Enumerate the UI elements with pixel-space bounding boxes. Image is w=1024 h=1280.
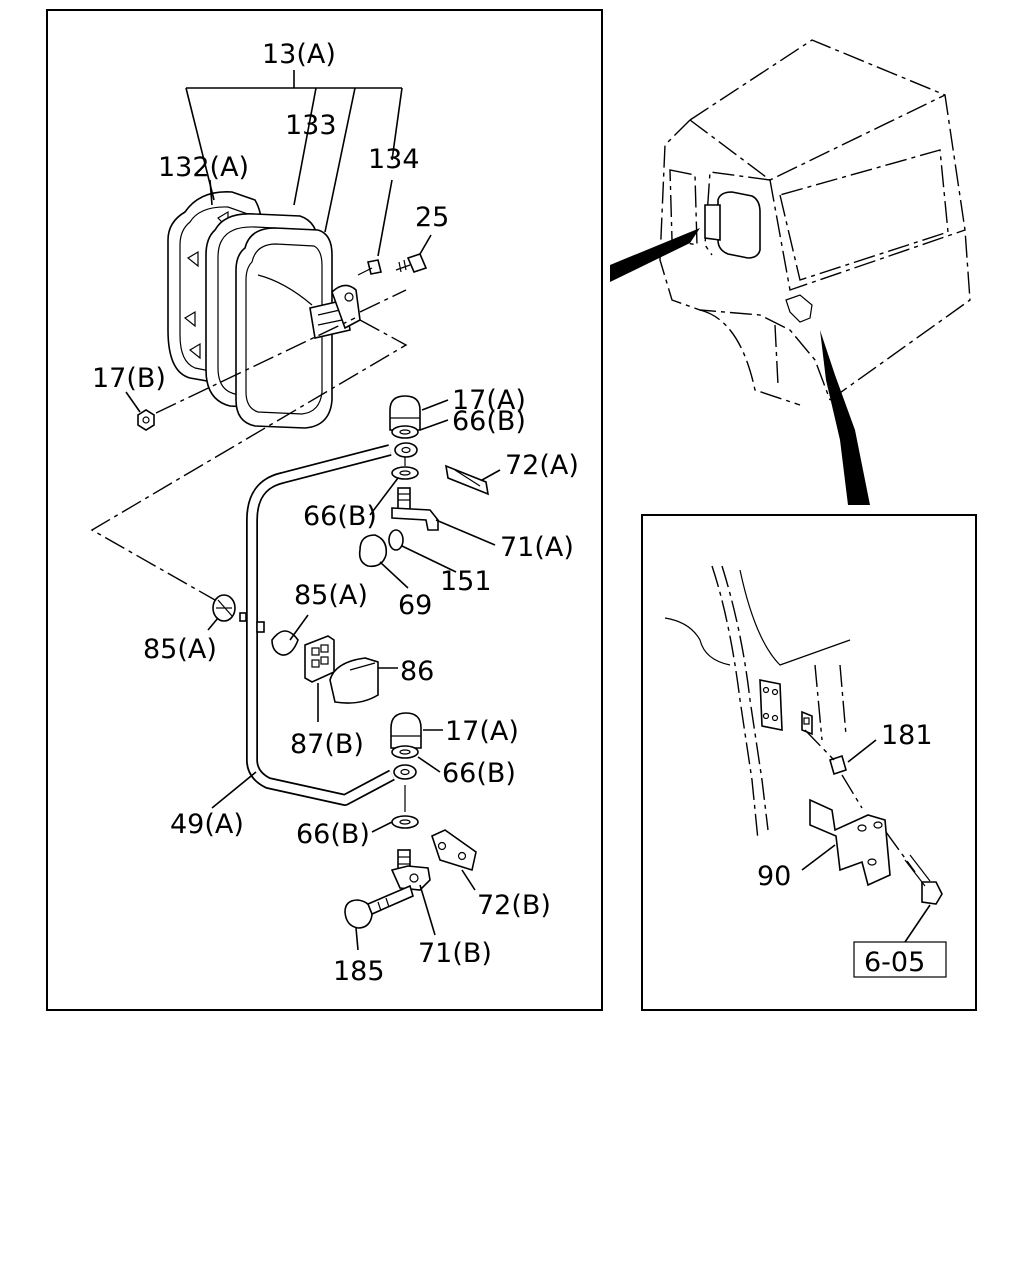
callout-69: 69 [398,590,432,621]
callout-133: 133 [285,110,337,141]
callout-85a-2: 85(A) [143,634,217,665]
callout-85a-1: 85(A) [294,580,368,611]
callout-90: 90 [757,861,791,892]
mirror-assembly [137,191,428,431]
main-frame [46,9,603,1011]
callout-86: 86 [400,656,434,687]
reference-box [853,941,947,978]
leaders-low [211,729,476,951]
callout-66b-4: 66(B) [296,819,370,850]
callout-25: 25 [415,202,449,233]
callout-66b-1: 66(B) [452,406,526,437]
callout-181: 181 [881,720,933,751]
callout-132a: 132(A) [158,152,249,183]
detail-frame [641,514,977,1011]
callout-66b-2: 66(B) [303,501,377,532]
callout-17a-top: 17(A) [452,385,526,416]
callout-13a: 13(A) [262,39,336,70]
mirror-stay [246,442,418,806]
reference-6-05: 6-05 [864,947,925,978]
callout-72b: 72(B) [477,890,551,921]
lower-hardware [344,712,477,929]
leaders-top [90,70,432,601]
callout-134: 134 [368,144,420,175]
callout-72a: 72(A) [505,450,579,481]
callout-17b: 17(B) [92,363,166,394]
cab-illustration [610,39,971,505]
callout-71a: 71(A) [500,532,574,563]
cover-parts [304,635,398,722]
callout-labels: 13(A) 133 132(A) 134 25 17(B) 17(A) 66(B… [92,39,933,987]
callout-66b-3: 66(B) [442,758,516,789]
detail-illustration [664,565,947,978]
callout-185: 185 [333,956,385,987]
callout-71b: 71(B) [418,938,492,969]
callout-151: 151 [440,566,492,597]
callout-49a: 49(A) [170,809,244,840]
callout-87b: 87(B) [290,729,364,760]
callout-17a-mid: 17(A) [445,716,519,747]
leaders-mid [207,399,501,641]
